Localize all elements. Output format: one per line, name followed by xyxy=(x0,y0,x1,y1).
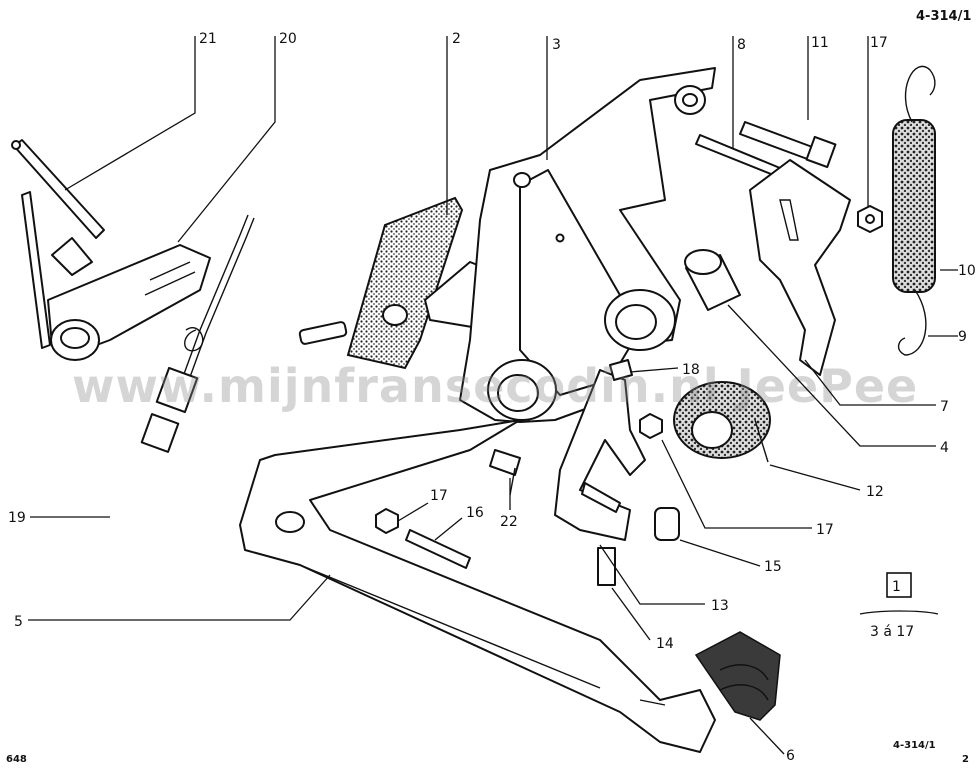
callout-20: 20 xyxy=(279,31,297,47)
footer-left-code: 648 xyxy=(6,754,27,765)
callout-6: 6 xyxy=(786,748,795,764)
footer-page-number: 2 xyxy=(962,754,969,765)
callout-3: 3 xyxy=(552,37,561,53)
callout-4: 4 xyxy=(940,440,949,456)
part-8-11-bolts xyxy=(695,121,883,233)
watermark: www.mijnfransecodin.nl JeePee xyxy=(72,359,918,413)
part-4-bush xyxy=(684,249,741,311)
part-3-bracket xyxy=(459,67,716,423)
callout-15: 15 xyxy=(764,559,782,575)
callout-13: 13 xyxy=(711,598,729,614)
part-12-torsion-spring xyxy=(673,381,771,463)
callout-17-left: 17 xyxy=(430,488,448,504)
part-20-lever xyxy=(21,191,211,361)
part-21-pushrod xyxy=(11,139,105,239)
part-19-cable xyxy=(113,214,348,592)
callout-22: 22 xyxy=(500,514,518,530)
callout-18: 18 xyxy=(682,362,700,378)
part-6-rubber-pad xyxy=(694,631,781,721)
header-ref-code: 4-314/1 xyxy=(916,9,971,24)
callout-labels: 21 20 2 3 8 11 17 10 9 7 4 12 17 15 13 1… xyxy=(8,31,976,764)
part-10-spring xyxy=(892,65,936,356)
callout-17-top: 17 xyxy=(870,35,888,51)
callout-2: 2 xyxy=(452,31,461,47)
callout-10: 10 xyxy=(958,263,976,279)
callout-14: 14 xyxy=(656,636,674,652)
callout-11: 11 xyxy=(811,35,829,51)
part-small-hardware xyxy=(375,359,680,586)
part-7-clamp-plate xyxy=(749,159,851,376)
callout-19: 19 xyxy=(8,510,26,526)
footer-ref-code: 4-314/1 xyxy=(893,740,936,751)
callout-16: 16 xyxy=(466,505,484,521)
callout-9: 9 xyxy=(958,329,967,345)
callout-21: 21 xyxy=(199,31,217,47)
callout-17-right: 17 xyxy=(816,522,834,538)
callout-12: 12 xyxy=(866,484,884,500)
legend-box: 1 3 á 17 xyxy=(859,572,939,640)
part-13-cam-plate xyxy=(554,369,646,541)
callout-5: 5 xyxy=(14,614,23,630)
leader-lines xyxy=(28,36,958,755)
legend-range: 3 á 17 xyxy=(870,624,914,640)
parts-drawing xyxy=(11,65,936,753)
callout-8: 8 xyxy=(737,37,746,53)
part-5-pedal-arm xyxy=(239,419,716,753)
callout-7: 7 xyxy=(940,399,949,415)
legend-number: 1 xyxy=(892,579,901,595)
